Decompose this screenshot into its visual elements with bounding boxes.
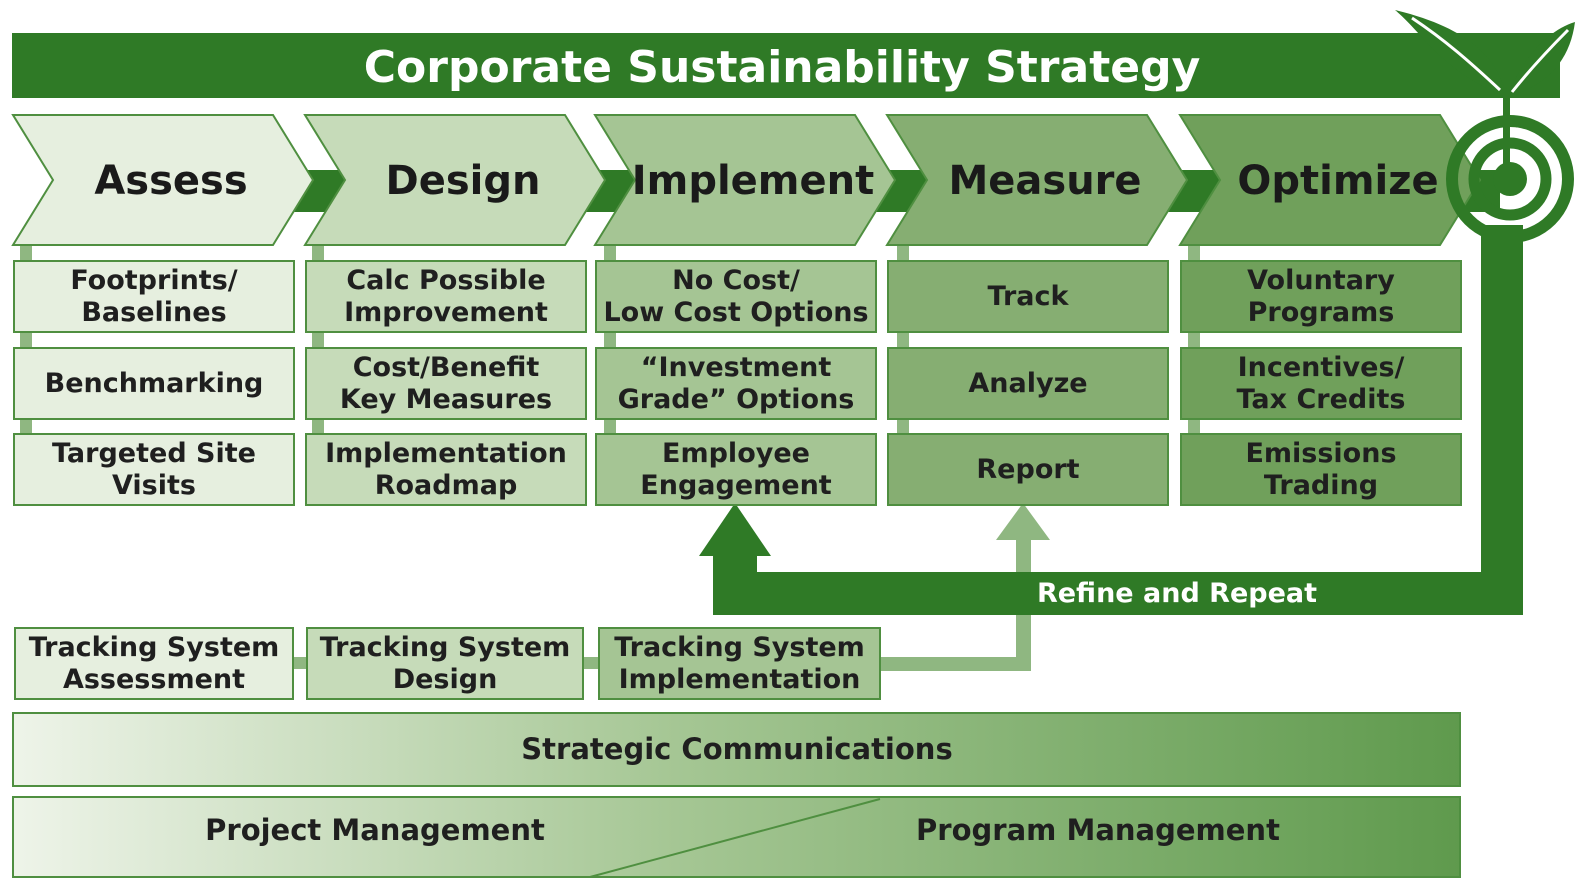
phase-label-measure: Measure: [948, 158, 1141, 204]
phase-chevron-optimize: [1178, 114, 1482, 246]
tracking-system-box-3: Tracking System Implementation: [598, 627, 881, 700]
loop-arrowhead-implement: [699, 503, 771, 556]
strategic-communications-band: [12, 712, 1461, 787]
phase-item-optimize-3: Emissions Trading: [1180, 433, 1462, 506]
phase-label-assess: Assess: [94, 158, 247, 204]
phase-chevron-assess: [11, 114, 315, 246]
phase-item-implement-1: No Cost/ Low Cost Options: [595, 260, 877, 333]
tracking-system-box-2: Tracking System Design: [306, 627, 584, 700]
phase-label-design: Design: [386, 158, 541, 204]
strategic-communications-label: Strategic Communications: [521, 732, 952, 766]
tracking-connector: [584, 657, 598, 669]
page-title: Corporate Sustainability Strategy: [364, 42, 1201, 93]
target-icon: [1446, 115, 1574, 243]
tracking-system-box-1: Tracking System Assessment: [14, 627, 294, 700]
project-management-label: Project Management: [205, 813, 545, 847]
refine-repeat-loop: Refine and Repeat: [699, 225, 1523, 671]
phase-label-implement: Implement: [632, 158, 874, 204]
loop-label: Refine and Repeat: [1037, 578, 1317, 609]
phase-item-measure-2: Analyze: [887, 347, 1169, 420]
phase-chevron-design: [303, 114, 607, 246]
phase-item-assess-2: Benchmarking: [13, 347, 295, 420]
phase-chevron-measure: [885, 114, 1189, 246]
management-divider: [589, 798, 881, 878]
phase-item-measure-1: Track: [887, 260, 1169, 333]
phase-label-optimize: Optimize: [1237, 158, 1438, 204]
phase-item-implement-3: Employee Engagement: [595, 433, 877, 506]
title-banner: [12, 33, 1560, 98]
phase-item-assess-1: Footprints/ Baselines: [13, 260, 295, 333]
phase-item-design-1: Calc Possible Improvement: [305, 260, 587, 333]
phase-item-design-3: Implementation Roadmap: [305, 433, 587, 506]
loop-arrowhead-measure: [996, 503, 1050, 540]
phase-item-assess-3: Targeted Site Visits: [13, 433, 295, 506]
program-management-label: Program Management: [916, 813, 1280, 847]
leaf-icon: [1395, 10, 1575, 180]
phase-item-implement-2: “Investment Grade” Options: [595, 347, 877, 420]
tracking-connector: [294, 657, 308, 669]
phase-item-optimize-2: Incentives/ Tax Credits: [1180, 347, 1462, 420]
management-band: [12, 796, 1461, 878]
phase-item-optimize-1: Voluntary Programs: [1180, 260, 1462, 333]
phase-chevron-implement: [593, 114, 897, 246]
phase-item-design-2: Cost/Benefit Key Measures: [305, 347, 587, 420]
phase-item-measure-3: Report: [887, 433, 1169, 506]
